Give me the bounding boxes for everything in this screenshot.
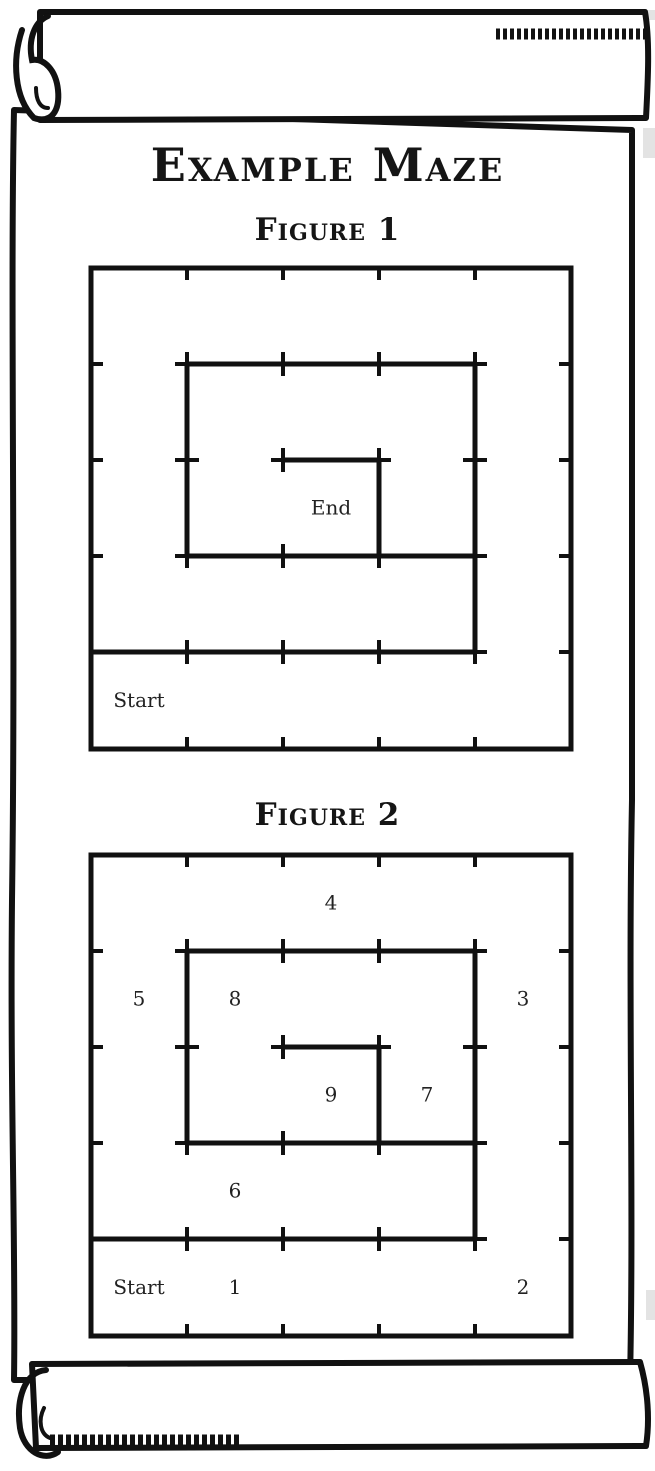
maze-cell-label: 6 [229, 1179, 242, 1203]
maze-cell-label: 8 [229, 987, 242, 1011]
maze-cell-label: 2 [517, 1275, 530, 1299]
maze-cell-label: End [311, 496, 351, 520]
figure-2-title: Figure 2 [0, 797, 655, 833]
scroll-body [12, 110, 633, 1380]
page-title: Example Maze [0, 138, 655, 192]
maze-cell-label: 1 [229, 1275, 242, 1299]
maze-cell-label: 7 [421, 1083, 434, 1107]
maze-cell-label: 9 [325, 1083, 338, 1107]
figure-1-title: Figure 1 [0, 212, 655, 248]
maze-cell-label: 5 [133, 987, 146, 1011]
maze-cell-label: Start [113, 688, 164, 712]
scroll-bottom-roll [19, 1362, 648, 1456]
maze-cell-label: Start [113, 1275, 164, 1299]
paper-shadow [640, 10, 655, 1320]
maze-cell-label: 3 [517, 987, 530, 1011]
maze-cell-label: 4 [325, 891, 338, 915]
scroll-top-roll [16, 12, 648, 120]
